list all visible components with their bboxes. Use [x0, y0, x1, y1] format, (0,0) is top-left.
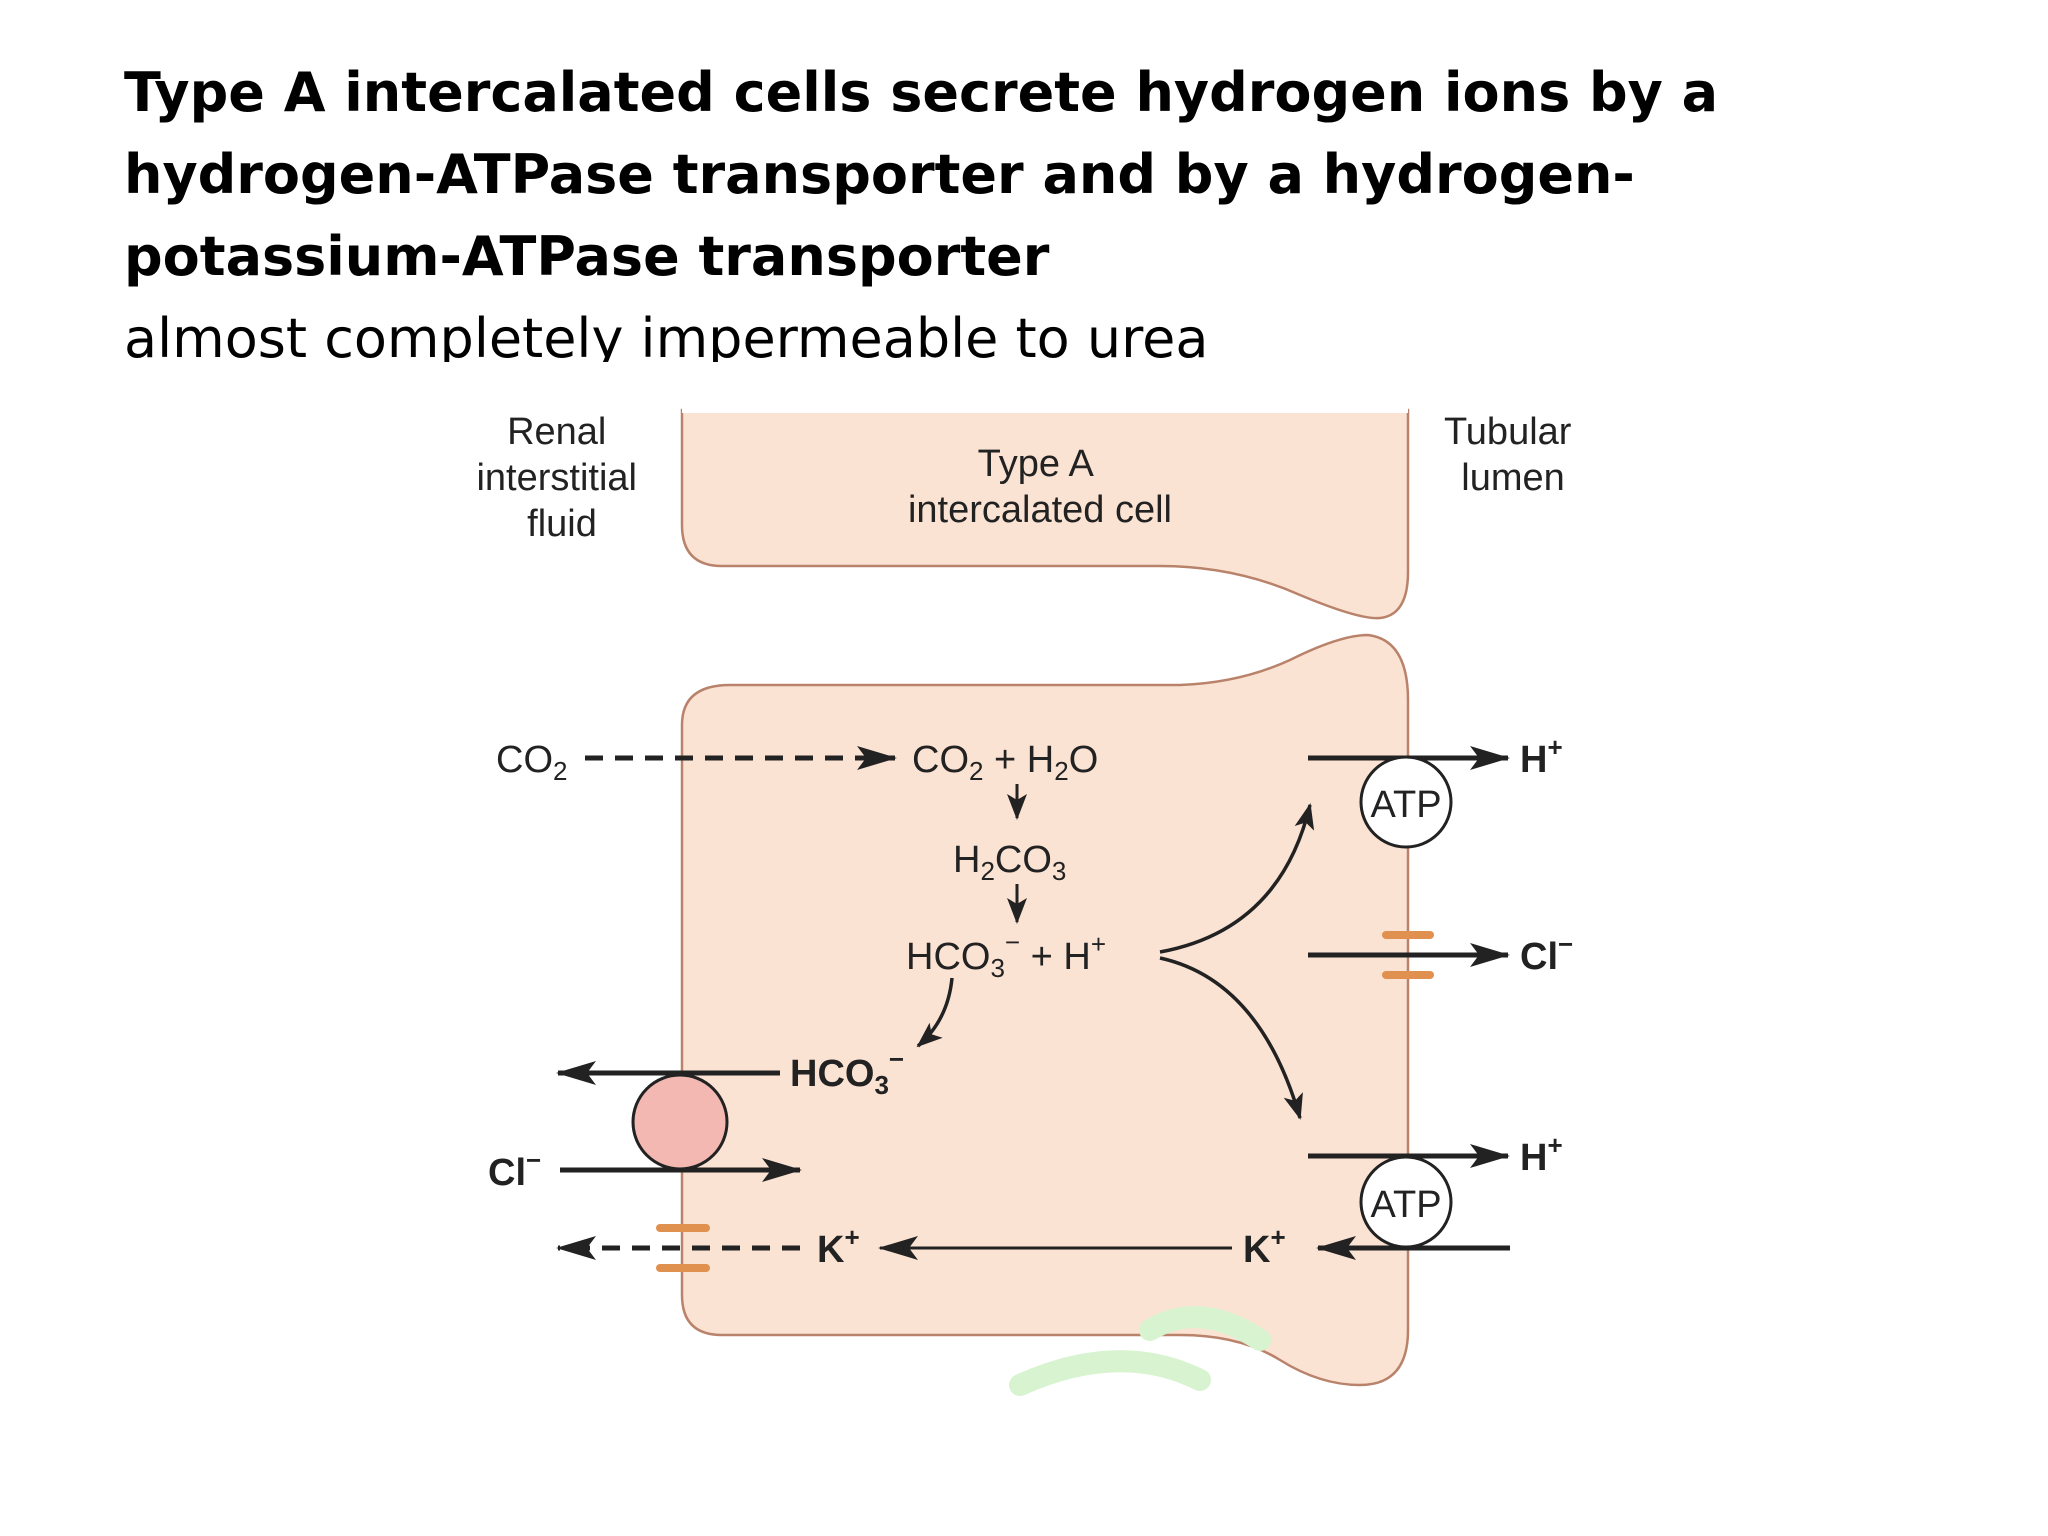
watermark-mark	[1009, 1306, 1271, 1396]
chloride-left-label: Cl−	[488, 1145, 541, 1194]
curve-to-hk-atpase	[1159, 956, 1303, 1120]
atp-top-label: ATP	[1370, 784, 1441, 826]
intercalated-cell-shape	[680, 633, 1410, 1387]
region-label-lumen: Tubular lumen	[1444, 411, 1582, 499]
upper-cell-shape	[680, 408, 1410, 620]
lumen-h-bottom-label: H+	[1520, 1130, 1563, 1179]
slide-text-block: Type A intercalated cells secrete hydrog…	[124, 52, 1944, 362]
region-label-interstitial: Renal interstitial fluid	[476, 411, 647, 545]
potassium-inner-label: K+	[817, 1222, 860, 1271]
lumen-h-top-label: H+	[1520, 732, 1563, 781]
hk-atpase-pump	[1359, 1155, 1453, 1249]
h-atpase-pump	[1359, 755, 1453, 849]
reaction-hco3-h: HCO3− + H+	[906, 927, 1106, 983]
reaction-co2-h2o: CO2 + H2O	[912, 739, 1098, 786]
lumen-cl-label: Cl−	[1520, 929, 1573, 978]
co2-outside-label: CO2	[496, 739, 567, 786]
curve-to-bicarbonate	[916, 977, 954, 1048]
reaction-h2co3: H2CO3	[953, 839, 1066, 886]
bicarbonate-label: HCO3−	[790, 1044, 904, 1100]
curve-to-h-atpase	[1159, 803, 1315, 954]
atp-bottom-label: ATP	[1370, 1184, 1441, 1226]
slide-subtitle: almost completely impermeable to urea	[124, 307, 1209, 362]
anion-exchanger	[631, 1073, 729, 1171]
region-label-cell: Type A intercalated cell	[908, 443, 1172, 531]
potassium-lumen-label: K+	[1243, 1222, 1286, 1271]
slide-title: Type A intercalated cells secrete hydrog…	[124, 61, 1719, 288]
